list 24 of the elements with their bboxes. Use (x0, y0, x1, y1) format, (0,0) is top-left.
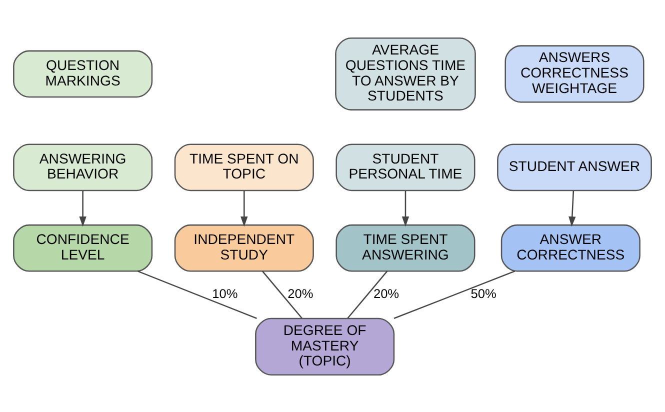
node-box: QUESTION MARKINGS (13, 50, 153, 98)
connector (138, 270, 257, 318)
node-box: STUDENT ANSWER (497, 143, 652, 191)
node-box: DEGREE OF MASTERY (TOPIC) (255, 317, 395, 376)
arrow (79, 190, 86, 226)
edge-label: 20% (373, 286, 400, 301)
node-box: AVERAGE QUESTIONS TIME TO ANSWER BY STUDENTS (335, 36, 476, 110)
node-box: STUDENT PERSONAL TIME (336, 143, 476, 191)
connector (262, 270, 302, 318)
arrow (568, 190, 576, 226)
node-box: TIME SPENT ANSWERING (336, 224, 476, 272)
node-box: CONFIDENCE LEVEL (13, 224, 153, 272)
connector (394, 270, 516, 318)
connector (347, 270, 388, 318)
node-box: INDEPENDENT STUDY (174, 224, 314, 272)
arrow (240, 190, 248, 226)
arrow (402, 190, 410, 226)
edge-label: 20% (288, 286, 314, 301)
edge-label: 10% (212, 286, 238, 301)
edge-label: 50% (470, 286, 496, 301)
node-box: ANSWERING BEHAVIOR (13, 143, 153, 191)
node-box: ANSWER CORRECTNESS (500, 224, 640, 272)
node-box: TIME SPENT ON TOPIC (174, 143, 314, 191)
node-box: ANSWERS CORRECTNESS WEIGHTAGE (504, 44, 644, 102)
